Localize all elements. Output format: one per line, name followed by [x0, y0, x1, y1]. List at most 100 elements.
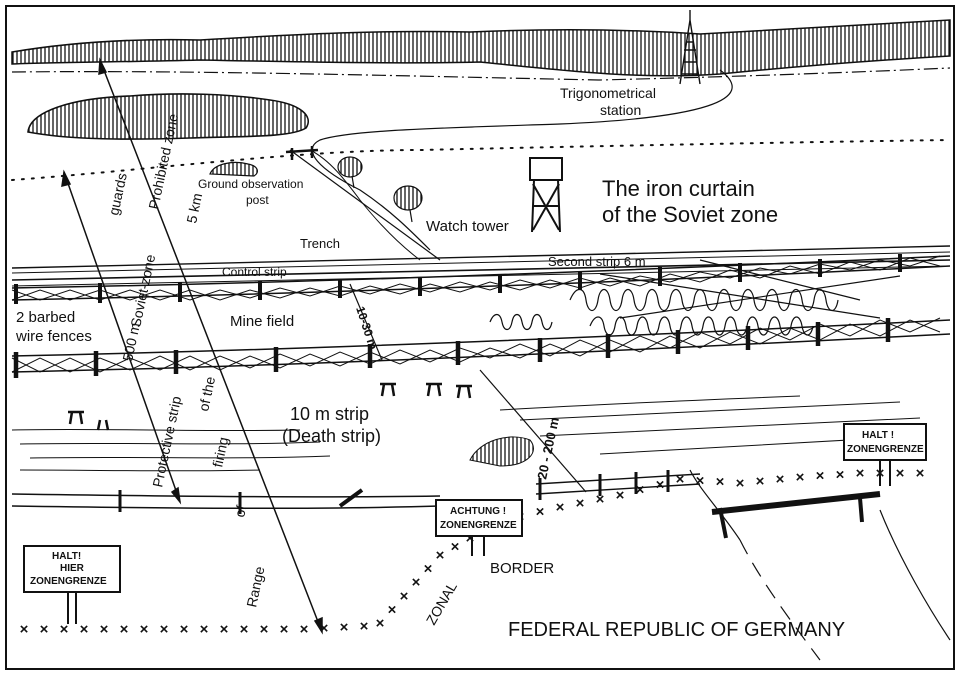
border-x-marker: × — [160, 621, 169, 638]
border-x-marker: × — [100, 621, 109, 638]
trench-label: Trench — [300, 236, 340, 251]
frg-label: FEDERAL REPUBLIC OF GERMANY — [508, 619, 845, 641]
barbed-fences-label: wire fences — [15, 328, 92, 345]
of-label: of — [231, 504, 249, 519]
diagram-title: The iron curtain — [602, 176, 755, 201]
prohibited-zone-label: 5 km — [183, 192, 205, 225]
ground-observation-label: Ground observation — [198, 177, 303, 191]
border-x-marker: × — [716, 474, 725, 491]
border-x-marker: × — [260, 621, 269, 638]
border-x-marker: × — [776, 471, 785, 488]
border-x-marker: × — [656, 476, 665, 493]
border-x-marker: × — [736, 475, 745, 492]
diagram-title: of the Soviet zone — [602, 202, 778, 227]
distant-ridge — [11, 19, 951, 77]
halt-sign-left: HALT! HIER ZONENGRENZE — [23, 545, 121, 624]
border-label: BORDER — [490, 560, 554, 577]
tree-icon — [393, 185, 423, 223]
border-x-marker: × — [836, 466, 845, 483]
border-x-marker: × — [756, 473, 765, 490]
guards-label: guards — [105, 171, 130, 216]
border-x-marker: × — [616, 487, 625, 504]
border-x-marker: × — [388, 601, 397, 618]
border-x-marker: × — [200, 621, 209, 638]
border-x-marker: × — [140, 621, 149, 638]
barbed-wire-coils — [489, 259, 901, 336]
border-x-marker: × — [536, 504, 545, 521]
zonal-label: ZONAL — [423, 579, 460, 628]
road-edge — [309, 149, 421, 261]
diagram-frame — [5, 5, 955, 670]
hill-left — [27, 93, 309, 140]
protective-strip-label: Protective strip — [149, 395, 184, 489]
distance-500-label: 500 m — [119, 321, 143, 362]
firing-label: firing — [209, 436, 231, 469]
border-x-marker: × — [280, 621, 289, 638]
second-strip-label: Second strip 6 m — [548, 254, 646, 269]
border-x-marker: × — [424, 561, 433, 578]
border-x-marker: × — [916, 465, 925, 482]
lower-fence — [11, 317, 951, 378]
border-x-marker: × — [60, 621, 69, 638]
border-x-marker: × — [676, 471, 685, 488]
border-x-marker: × — [466, 530, 475, 547]
halt-sign-right: HALT ! ZONENGRENZE — [843, 423, 927, 486]
border-x-marker: × — [340, 619, 349, 636]
halt-sign-text: ZONENGRENZE — [30, 576, 107, 587]
border-x-marker: × — [300, 621, 309, 638]
border-x-marker: × — [376, 615, 385, 632]
barrier-gate — [689, 469, 951, 661]
border-x-marker: × — [20, 621, 29, 638]
achtung-sign-text: ZONENGRENZE — [440, 520, 517, 531]
width-10-30-label: 10-30 m — [353, 305, 380, 352]
watch-tower-label: Watch tower — [426, 218, 509, 235]
achtung-sign: ACHTUNG ! ZONENGRENZE — [435, 499, 523, 556]
border-x-marker: × — [40, 621, 49, 638]
width-lines — [289, 149, 587, 493]
border-x-marker: × — [180, 621, 189, 638]
border-x-marker: × — [451, 539, 460, 556]
border-x-marker: × — [360, 618, 369, 635]
border-x-marker: × — [596, 491, 605, 508]
trig-station-label: station — [600, 102, 641, 118]
road — [311, 69, 733, 251]
halt-sign-text: HALT ! — [862, 430, 894, 441]
border-x-marker: × — [696, 472, 705, 489]
barbed-fences-label: 2 barbed — [16, 309, 75, 326]
border-fence — [11, 470, 701, 514]
death-strip-label: 10 m strip — [290, 404, 369, 424]
halt-sign-text: HALT! — [52, 551, 81, 562]
border-x-marker: × — [400, 588, 409, 605]
border-x-marker: × — [576, 495, 585, 512]
upper-fence — [11, 254, 951, 304]
trig-station — [679, 10, 701, 85]
width-20-200-label: 20 - 200 m — [534, 416, 562, 481]
border-x-marker: × — [80, 621, 89, 638]
border-x-marker: × — [556, 499, 565, 516]
border-x-marker: × — [120, 621, 129, 638]
halt-sign-text: HIER — [60, 563, 85, 574]
death-strip-label: (Death strip) — [282, 426, 381, 446]
border-x-marker: × — [856, 465, 865, 482]
ground-texture — [11, 382, 921, 472]
border-x-marker: × — [816, 468, 825, 485]
tree-icon — [337, 156, 363, 189]
border-x-marker: × — [320, 620, 329, 637]
trig-station-label: Trigonometrical — [560, 85, 656, 101]
border-x-marker: × — [412, 574, 421, 591]
border-x-marker: × — [796, 469, 805, 486]
ridge-baseline — [11, 67, 951, 81]
control-strip-label: Control strip — [222, 265, 287, 279]
border-x-marker: × — [436, 547, 445, 564]
border-x-marker: × — [220, 621, 229, 638]
border-x-marker: × — [240, 621, 249, 638]
border-x-marker: × — [896, 465, 905, 482]
mine-field-label: Mine field — [230, 313, 294, 330]
dotted-line — [11, 139, 951, 181]
border-x-marker: × — [636, 482, 645, 499]
halt-sign-text: ZONENGRENZE — [847, 444, 924, 455]
range-arrow — [61, 57, 323, 635]
range-label: Range — [243, 565, 267, 609]
ground-observation-post-icon — [209, 161, 258, 177]
